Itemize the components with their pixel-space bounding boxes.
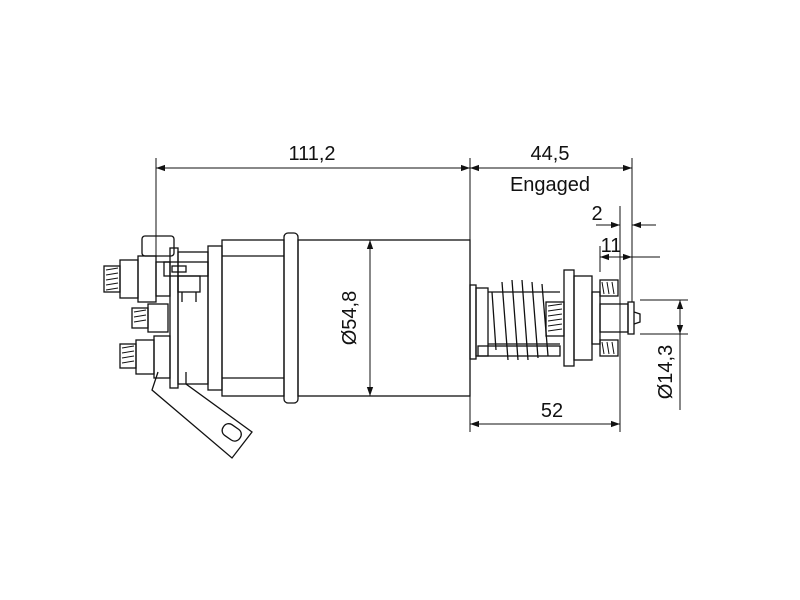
dimension-lines — [156, 164, 684, 428]
engaged-label: Engaged — [510, 174, 590, 196]
mounting-bracket — [151, 371, 253, 459]
dimension-54-8-label: Ø54,8 — [339, 291, 361, 345]
small-terminal-stud — [131, 303, 169, 333]
terminal-cap — [141, 232, 299, 404]
dimension-52-label: 52 — [541, 400, 563, 422]
top-terminal-stud — [103, 255, 171, 303]
dimension-14-3-label: Ø14,3 — [655, 345, 677, 399]
dimension-44-5-label: 44,5 — [531, 143, 570, 165]
dimension-2-label: 2 — [591, 203, 602, 225]
extension-lines — [155, 158, 688, 432]
dimension-111-2-label: 111,2 — [288, 143, 335, 165]
plunger-assembly — [469, 269, 641, 367]
dimension-11-label: 11 — [601, 235, 622, 257]
bottom-terminal-stud — [119, 335, 171, 379]
solenoid-body — [297, 239, 471, 397]
